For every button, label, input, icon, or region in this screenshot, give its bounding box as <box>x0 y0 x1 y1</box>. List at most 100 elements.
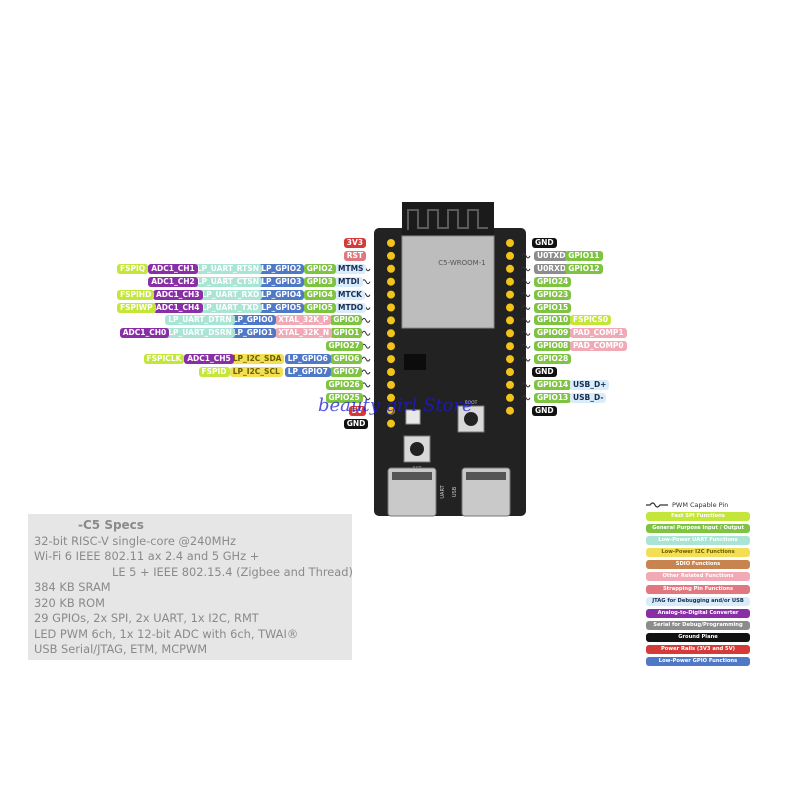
header-pin-left-11 <box>387 380 395 389</box>
spec-line: LED PWM 6ch, 1x 12-bit ADC with 6ch, TWA… <box>34 626 299 641</box>
pin-label-left-5-0: FSPIWP <box>117 302 156 313</box>
header-pin-right-10 <box>506 368 514 376</box>
pin-label-left-5-4: GPIO5 <box>303 302 336 313</box>
pin-label-right-12-1: USB_D- <box>570 392 607 403</box>
header-pin-right-1 <box>506 251 514 260</box>
usb-uart-label: UART <box>440 484 446 498</box>
legend-item-serial: Serial for Debug/Programming <box>646 620 750 630</box>
spec-line: 32-bit RISC-V single-core @240MHz <box>34 533 237 548</box>
legend-item-other: Other Related Functions <box>646 572 750 582</box>
pin-label-right-7-0: GPIO09 <box>534 328 572 339</box>
pin-label-left-3-1: LP_UART_CTSN <box>193 276 263 287</box>
spec-line: 320 KB ROM <box>34 595 105 610</box>
pin-label-left-4-3: LP_GPIO4 <box>258 289 305 300</box>
header-pin-left-6 <box>387 316 395 325</box>
header-pin-left-1 <box>387 251 395 260</box>
pin-label-left-6-1: LP_GPIO0 <box>229 315 276 326</box>
pin-label-left-10-2: LP_GPIO7 <box>284 367 331 377</box>
pin-label-left-9-3: LP_GPIO6 <box>284 354 331 365</box>
header-pin-right-9 <box>506 355 514 364</box>
usb-c-usb-opening <box>466 472 506 480</box>
pin-label-left-7-4: GPIO1 <box>330 328 363 339</box>
pwm-marker-right-12 <box>521 395 531 401</box>
header-pin-left-12 <box>387 393 395 402</box>
legend-item-sdio: SDIO Functions <box>646 560 750 570</box>
specs-title: -C5 Specs <box>78 518 144 532</box>
pwm-marker-right-8 <box>521 343 531 349</box>
pin-label-left-9-4: GPIO6 <box>330 354 363 365</box>
legend-item-jtag: JTAG for Debugging and/or USB <box>646 596 750 606</box>
pin-label-right-8-0: GPIO08 <box>534 341 572 352</box>
pin-label-left-13-0: 5V <box>348 405 366 416</box>
pin-label-right-11-1: USB_D+ <box>570 379 610 390</box>
legend-pwm-label: PWM Capable Pin <box>672 501 729 509</box>
header-pin-right-13 <box>506 406 514 415</box>
pin-label-left-2-4: GPIO2 <box>303 263 336 274</box>
header-pin-right-7 <box>506 329 514 338</box>
pin-label-right-8-1: PAD_COMP0 <box>570 341 627 352</box>
pin-label-left-9-1: ADC1_CH5 <box>184 354 234 365</box>
usb-c-uart-opening <box>392 472 432 480</box>
legend-item-adc: Analog-to-Digital Converter <box>646 608 750 618</box>
specs-panel: -C5 Specs 32-bit RISC-V single-core @240… <box>28 514 353 660</box>
header-pin-left-8 <box>387 342 395 351</box>
legend-item-ground: Ground Plane <box>646 632 750 642</box>
pin-label-left-2-2: LP_UART_RTSN <box>193 263 262 274</box>
header-pin-left-13 <box>387 406 395 415</box>
pin-label-right-2-0: U0RXD <box>534 263 570 274</box>
watermark-text: beauty girl Store <box>318 395 473 416</box>
pin-label-left-2-3: LP_GPIO2 <box>258 263 305 274</box>
pwm-marker-left-7 <box>361 330 371 336</box>
legend-item-gpio: General Purpose Input / Output <box>646 524 750 534</box>
header-pin-left-9 <box>387 355 395 364</box>
pin-label-left-4-4: GPIO4 <box>303 289 336 300</box>
header-pin-right-5 <box>506 303 514 312</box>
pin-label-left-4-2: LP_UART_RXD <box>198 289 263 300</box>
pin-label-left-5-5: MTDO <box>335 302 367 313</box>
pin-label-right-11-0: GPIO14 <box>534 379 572 390</box>
module-shield <box>401 235 495 329</box>
pwm-marker-left-11 <box>361 382 371 388</box>
module-label: C5-WROOM-1 <box>438 259 485 267</box>
pin-label-left-3-0: ADC1_CH2 <box>148 276 198 287</box>
pin-label-left-7-1: LP_UART_DSRN <box>165 328 235 339</box>
pwm-wave-icon <box>646 502 668 508</box>
header-pin-left-2 <box>387 264 395 273</box>
header-pin-right-12 <box>506 393 514 402</box>
pin-label-left-5-2: LP_UART_TXD <box>198 302 262 313</box>
header-pin-left-7 <box>387 329 395 338</box>
pwm-marker-right-4 <box>521 292 531 298</box>
pin-label-right-6-1: FSPICS0 <box>570 315 612 326</box>
pin-label-left-10-0: FSPID <box>198 367 230 377</box>
pin-label-left-3-3: GPIO3 <box>303 276 336 287</box>
spec-line: Wi-Fi 6 IEEE 802.11 ax 2.4 and 5 GHz + <box>34 549 260 563</box>
legend-item-fspi: Fast SPI Functions <box>646 512 750 521</box>
pin-label-right-12-0: GPIO13 <box>534 392 572 403</box>
header-pin-left-0 <box>387 239 395 247</box>
pin-label-right-5-0: GPIO15 <box>534 302 572 313</box>
header-pin-right-11 <box>506 380 514 389</box>
pin-label-left-2-0: FSPIQ <box>117 263 149 274</box>
pin-label-left-10-3: GPIO7 <box>330 367 363 377</box>
spec-line: 384 KB SRAM <box>34 580 111 594</box>
pin-label-left-3-2: LP_GPIO3 <box>258 276 305 287</box>
pin-label-left-0-0: 3V3 <box>343 238 366 248</box>
pin-label-left-2-5: MTMS <box>335 263 367 274</box>
header-pins <box>387 239 514 428</box>
pin-label-right-7-1: PAD_COMP1 <box>570 328 627 339</box>
header-pin-left-3 <box>387 277 395 286</box>
pin-label-left-2-1: ADC1_CH1 <box>148 263 198 274</box>
header-pin-left-4 <box>387 290 395 299</box>
pwm-marker-left-9 <box>361 356 371 362</box>
pin-label-right-9-0: GPIO28 <box>534 354 572 365</box>
pwm-marker-left-10 <box>361 369 371 375</box>
legend-item-lpi2c: Low-Power I2C Functions <box>646 548 750 558</box>
legend-item-lpgpio: Low-Power GPIO Functions <box>646 657 750 667</box>
reset-button-cap <box>410 442 424 456</box>
pwm-marker-right-6 <box>521 317 531 323</box>
spec-line: USB Serial/JTAG, ETM, MCPWM <box>34 642 208 656</box>
legend-item-lpuart: Low-Power UART Functions <box>646 536 750 546</box>
